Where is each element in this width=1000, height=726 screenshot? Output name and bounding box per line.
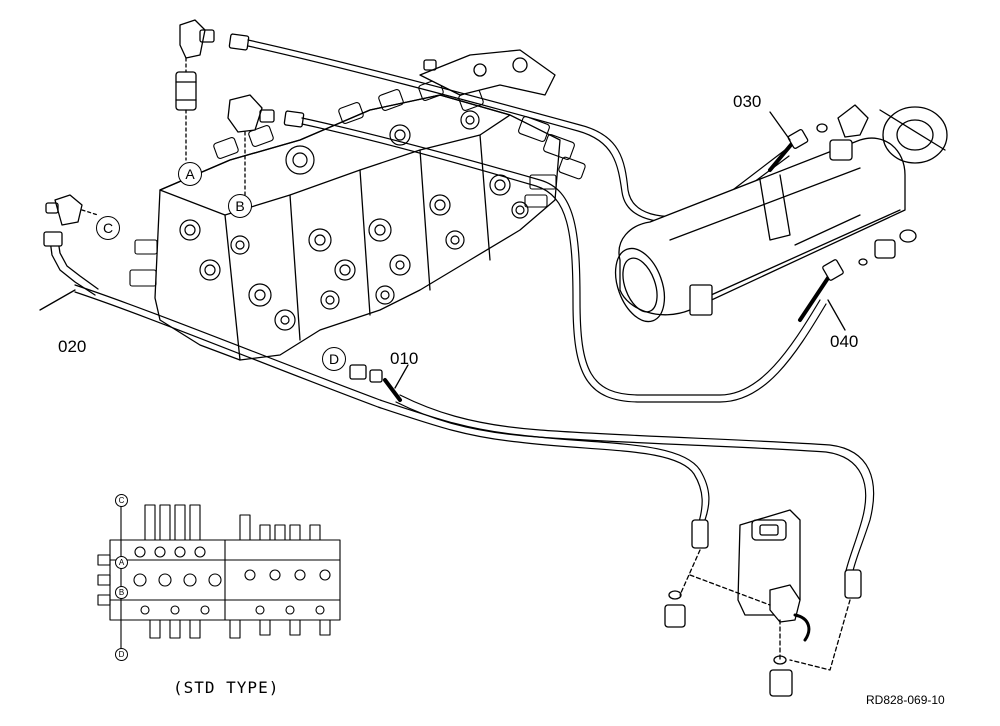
pipe-020: [40, 195, 98, 310]
callout-c: C: [96, 216, 120, 240]
inset-callout-a: A: [115, 556, 128, 569]
part-label-030: 030: [733, 92, 762, 111]
top-elbow-fittings: [176, 20, 304, 195]
drawing-code: RD828-069-10: [866, 693, 945, 707]
inset-callout-c: C: [115, 494, 128, 507]
fitting-010: [350, 365, 408, 400]
inset-caption: (STD TYPE): [173, 678, 280, 697]
hydraulic-cylinder: [606, 105, 947, 328]
part-label-020: 020: [58, 337, 87, 356]
callout-d: D: [322, 347, 346, 371]
part-label-040: 040: [830, 332, 859, 351]
part-label-010: 010: [390, 349, 419, 368]
inset-std-type-view: [98, 505, 340, 650]
hydraulic-hoses: [75, 40, 874, 575]
inset-callout-b: B: [115, 586, 128, 599]
hose-end-fittings: [770, 112, 845, 330]
pilot-valve-unit: [665, 510, 861, 696]
control-valve-block: [130, 50, 586, 360]
callout-a: A: [178, 162, 202, 186]
callout-b: B: [228, 194, 252, 218]
inset-callout-d: D: [115, 648, 128, 661]
